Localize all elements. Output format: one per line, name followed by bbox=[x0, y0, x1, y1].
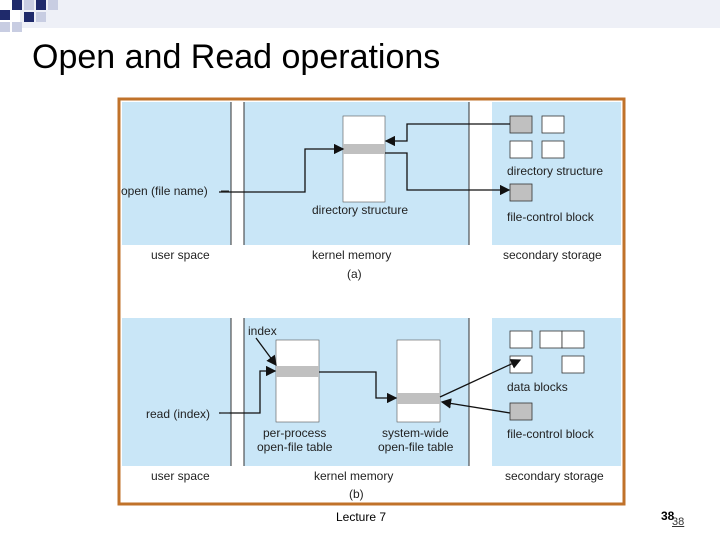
storage-a-box-3 bbox=[509, 140, 533, 159]
page-number: 38 bbox=[661, 509, 675, 523]
arrow-storage-to-directory bbox=[384, 123, 510, 147]
label-secondary-storage-a: secondary storage bbox=[503, 248, 602, 262]
arrow-read-to-per-process bbox=[219, 365, 277, 414]
label-system-wide-2: open-file table bbox=[378, 440, 454, 454]
storage-a-fcb-box bbox=[509, 183, 533, 202]
label-index: index bbox=[248, 324, 277, 338]
memory-directory-entry bbox=[343, 144, 385, 154]
arrow-per-process-to-system-wide bbox=[319, 371, 398, 404]
storage-a-box-2 bbox=[541, 115, 565, 134]
label-kernel-memory-b: kernel memory bbox=[314, 469, 393, 483]
label-directory-structure-storage: directory structure bbox=[507, 164, 603, 178]
storage-a-box-1 bbox=[509, 115, 533, 134]
decorative-header-squares bbox=[0, 0, 720, 32]
label-secondary-storage-b: secondary storage bbox=[505, 469, 604, 483]
per-process-open-file-table bbox=[275, 339, 320, 423]
storage-b-box-1 bbox=[509, 330, 533, 349]
per-process-entry bbox=[276, 366, 319, 377]
storage-b-box-5 bbox=[561, 355, 585, 374]
label-per-process-1: per-process bbox=[263, 426, 326, 440]
footer-lecture: Lecture 7 bbox=[336, 510, 387, 524]
label-open-file-name: open (file name) bbox=[121, 184, 208, 198]
storage-b-box-4 bbox=[509, 355, 533, 374]
arrow-fcb-to-system-wide bbox=[440, 398, 511, 414]
storage-b-fcb-box bbox=[509, 402, 533, 421]
label-fcb-a: file-control block bbox=[507, 210, 595, 224]
caption-a: (a) bbox=[347, 267, 362, 281]
memory-directory-structure bbox=[342, 115, 386, 203]
label-data-blocks: data blocks bbox=[507, 380, 568, 394]
panel-b-user-space bbox=[122, 318, 231, 466]
storage-b-box-3 bbox=[561, 330, 585, 349]
storage-a-box-4 bbox=[541, 140, 565, 159]
panel-a-user-space bbox=[122, 102, 231, 245]
system-wide-entry bbox=[397, 393, 440, 404]
page-number-ghost: 38 bbox=[672, 516, 685, 528]
system-wide-open-file-table bbox=[396, 339, 441, 423]
label-fcb-b: file-control block bbox=[507, 427, 595, 441]
label-system-wide-1: system-wide bbox=[382, 426, 449, 440]
arrow-index-to-entry bbox=[255, 337, 277, 367]
storage-b-box-2 bbox=[539, 330, 563, 349]
label-user-space-a: user space bbox=[151, 248, 210, 262]
arrow-system-wide-to-data-blocks bbox=[439, 359, 522, 398]
label-per-process-2: open-file table bbox=[257, 440, 333, 454]
arrow-directory-to-fcb bbox=[385, 152, 511, 196]
label-kernel-memory-a: kernel memory bbox=[312, 248, 391, 262]
label-user-space-b: user space bbox=[151, 469, 210, 483]
label-directory-structure-memory: directory structure bbox=[312, 203, 408, 217]
slide-title: Open and Read operations bbox=[32, 38, 441, 76]
label-read-index: read (index) bbox=[146, 407, 210, 421]
arrow-open-to-directory bbox=[219, 143, 345, 193]
caption-b: (b) bbox=[349, 487, 364, 501]
